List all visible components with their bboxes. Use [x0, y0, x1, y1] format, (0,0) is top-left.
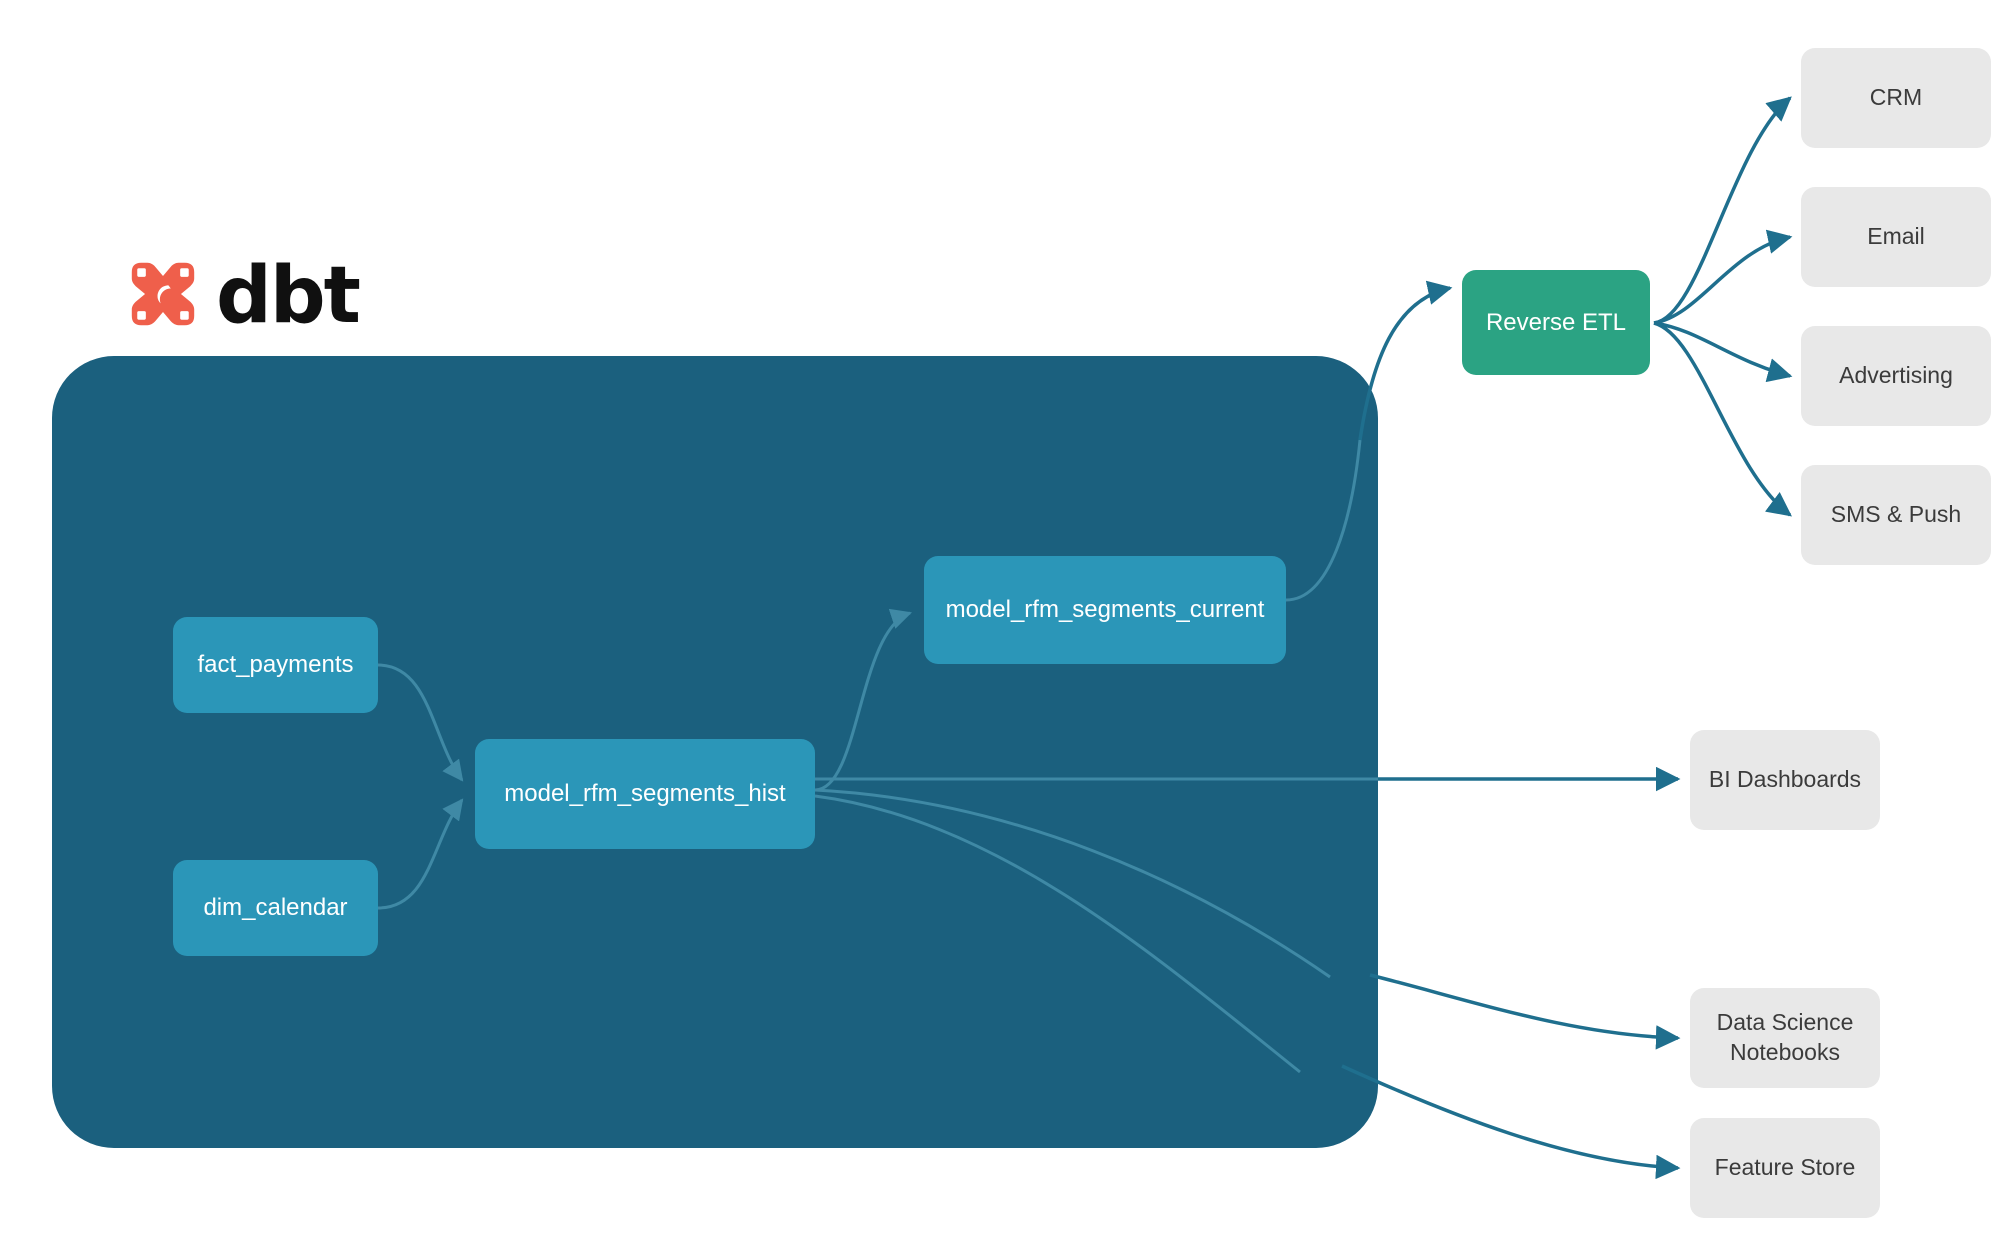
dbt-logo: dbt	[124, 251, 361, 341]
model-node-dim-calendar[interactable]: dim_calendar	[173, 860, 378, 956]
consumer-node-feature-store[interactable]: Feature Store	[1690, 1118, 1880, 1218]
destination-node-email[interactable]: Email	[1801, 187, 1991, 287]
destination-node-sms-push[interactable]: SMS & Push	[1801, 465, 1991, 565]
edge-reverse-etl-to-advertising	[1653, 321, 1793, 383]
edge-reverse-etl-to-sms-push	[1653, 321, 1792, 517]
consumer-label-line2: Notebooks	[1730, 1039, 1840, 1065]
edge-hist-to-ds-notebooks	[1369, 973, 1681, 1050]
model-node-label: fact_payments	[197, 651, 354, 678]
edge-hist-to-feature-store	[1341, 1064, 1681, 1180]
model-node-fact-payments[interactable]: fact_payments	[173, 617, 378, 713]
consumer-label: BI Dashboards	[1708, 766, 1862, 793]
consumer-node-data-science-notebooks[interactable]: Data Science Notebooks	[1690, 988, 1880, 1088]
reverse-etl-node[interactable]: Reverse ETL	[1462, 270, 1650, 375]
destination-label: SMS & Push	[1830, 501, 1962, 528]
destination-label: Email	[1867, 223, 1925, 250]
consumer-label: Feature Store	[1714, 1154, 1856, 1181]
model-node-label: model_rfm_segments_hist	[504, 780, 786, 807]
reverse-etl-label: Reverse ETL	[1485, 308, 1627, 336]
destination-node-crm[interactable]: CRM	[1801, 48, 1991, 148]
model-node-rfm-segments-hist[interactable]: model_rfm_segments_hist	[475, 739, 815, 849]
dbt-logo-icon	[131, 262, 195, 326]
destination-label: Advertising	[1839, 362, 1953, 389]
destination-label: CRM	[1869, 84, 1923, 111]
edge-reverse-etl-to-crm	[1653, 96, 1792, 325]
destination-node-advertising[interactable]: Advertising	[1801, 326, 1991, 426]
model-node-rfm-segments-current[interactable]: model_rfm_segments_current	[924, 556, 1286, 664]
consumer-label: Data Science Notebooks	[1717, 1008, 1854, 1068]
consumer-label-line1: Data Science	[1716, 1009, 1854, 1036]
model-node-label: model_rfm_segments_current	[945, 596, 1265, 623]
model-node-label: dim_calendar	[203, 894, 348, 921]
dbt-wordmark: dbt	[216, 251, 361, 341]
consumer-node-bi-dashboards[interactable]: BI Dashboards	[1690, 730, 1880, 830]
edge-reverse-etl-to-email	[1653, 229, 1793, 325]
